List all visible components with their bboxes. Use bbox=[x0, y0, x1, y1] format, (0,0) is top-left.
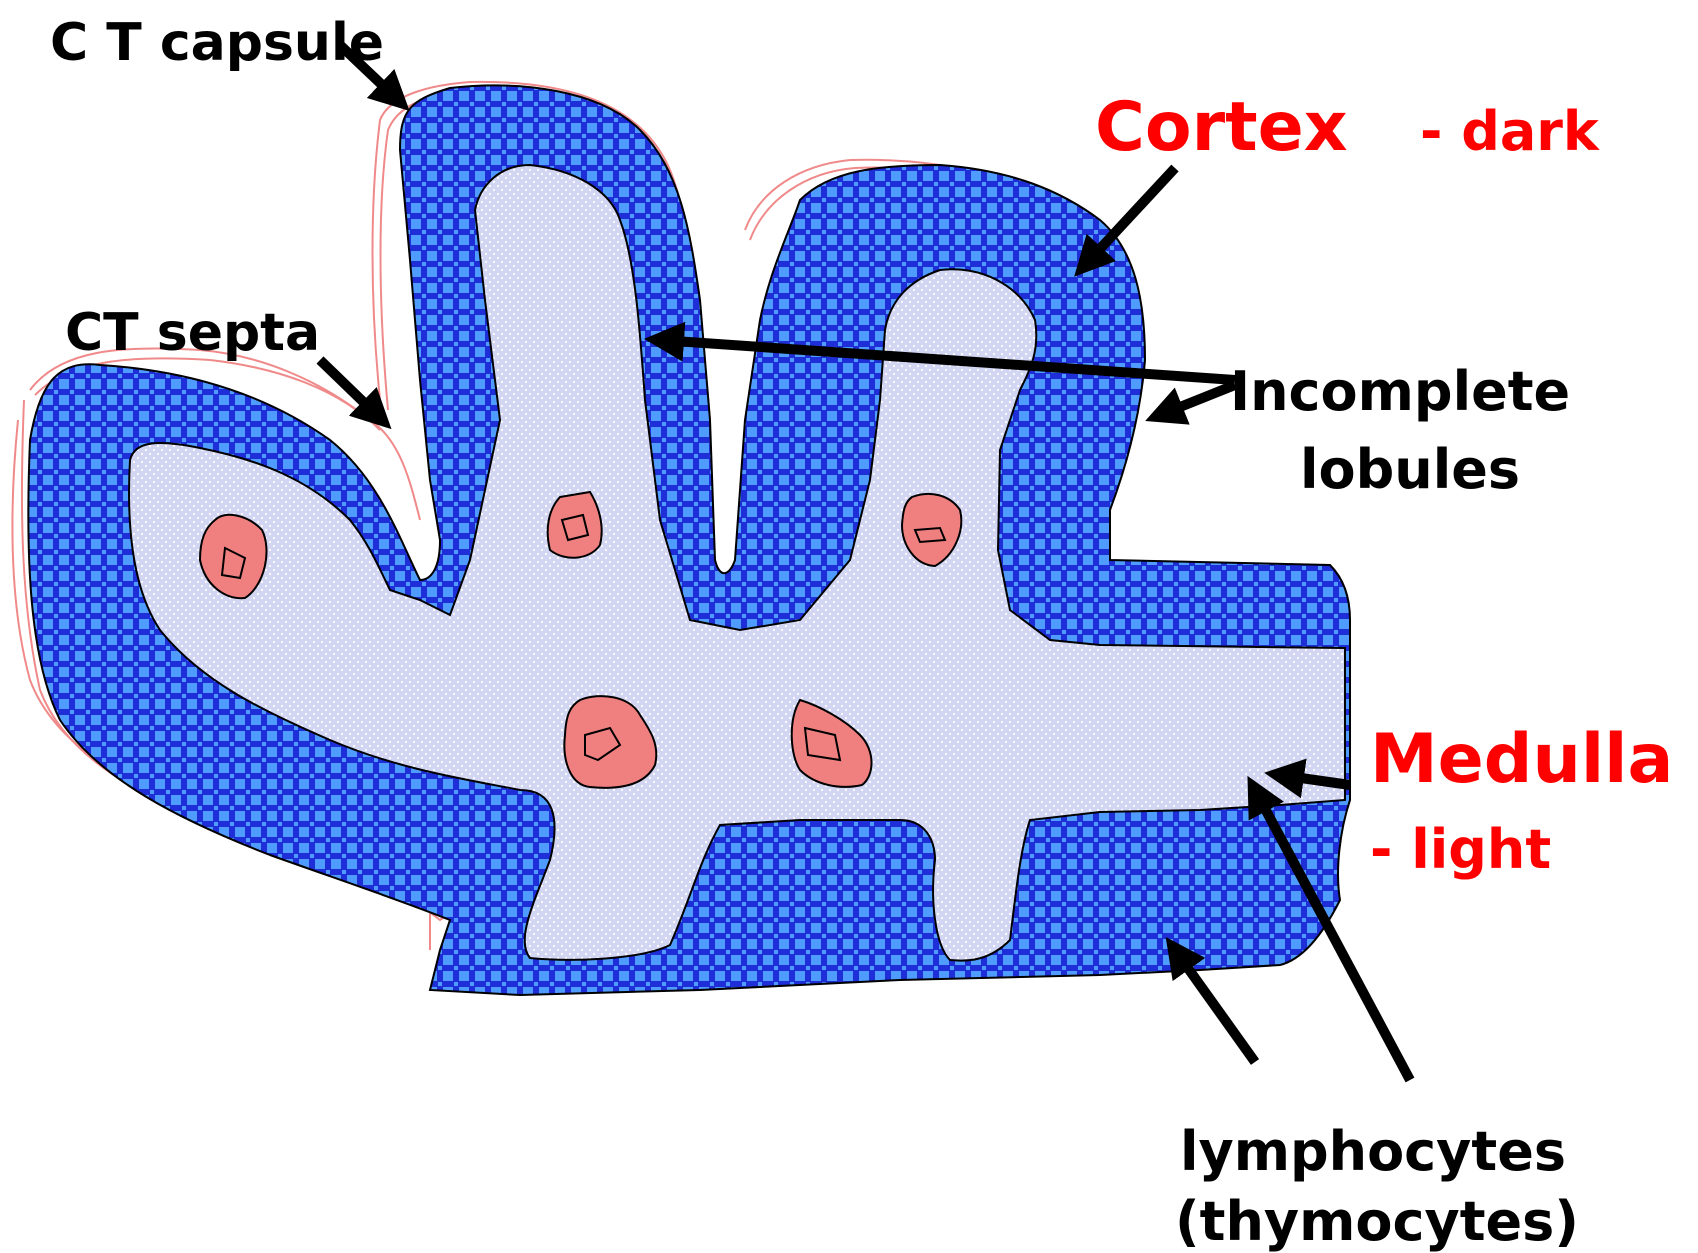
label-lobules-text: lobules bbox=[1300, 438, 1520, 501]
label-cortex: Cortex bbox=[1095, 88, 1348, 167]
label-cortex-desc: - dark bbox=[1420, 100, 1600, 163]
septa-arrow bbox=[320, 360, 380, 418]
label-ct-capsule: C T capsule bbox=[50, 13, 384, 73]
label-ct-septa: CT septa bbox=[65, 303, 320, 363]
label-incomplete: Incomplete bbox=[1230, 360, 1570, 423]
label-thymocytes: (thymocytes) bbox=[1175, 1190, 1579, 1253]
cortex-arrow bbox=[1085, 168, 1175, 265]
label-medulla-desc: - light bbox=[1370, 818, 1551, 881]
corpuscle bbox=[548, 492, 602, 558]
incomplete-lobules-arrow-right bbox=[1160, 385, 1235, 415]
label-medulla: Medulla bbox=[1370, 720, 1673, 799]
label-lymphocytes: lymphocytes bbox=[1180, 1120, 1566, 1183]
